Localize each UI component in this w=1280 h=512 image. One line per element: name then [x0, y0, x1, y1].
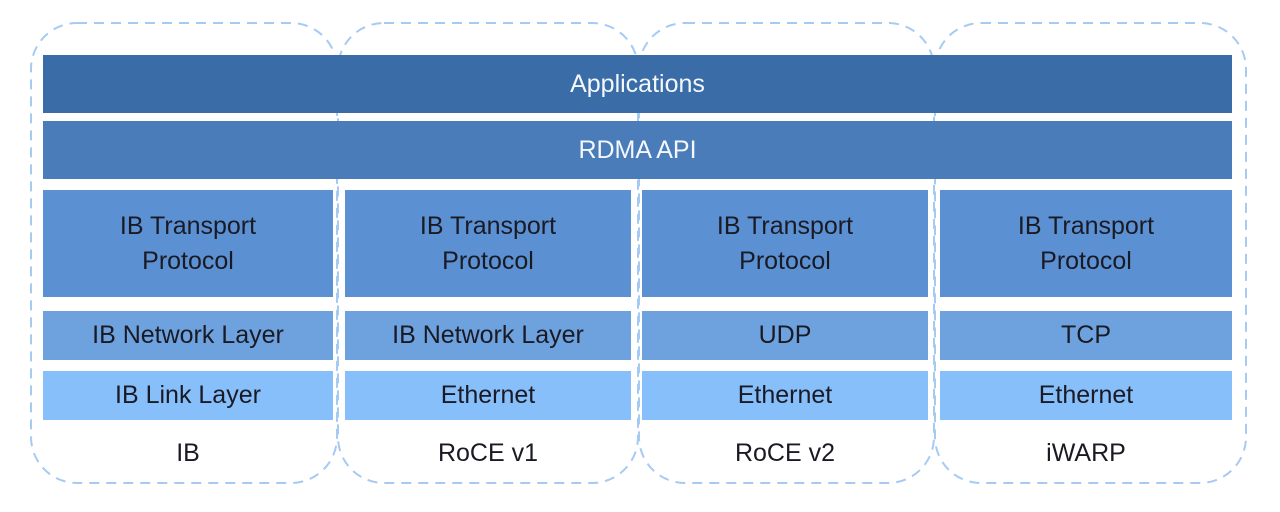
ib-link-box: IB Link Layer: [43, 371, 333, 420]
iwarp-column-label: iWARP: [940, 428, 1232, 478]
ib-column-name: IB: [176, 438, 200, 467]
ib-column-label: IB: [43, 428, 333, 478]
roce-v2-column-label: RoCE v2: [642, 428, 928, 478]
ib-network-box: IB Network Layer: [43, 311, 333, 360]
column-outline-ib: [30, 22, 338, 484]
roce-v2-link-label: Ethernet: [737, 381, 833, 409]
iwarp-link-box: Ethernet: [940, 371, 1232, 420]
iwarp-link-label: Ethernet: [1038, 381, 1134, 409]
iwarp-transport-box: IB Transport Protocol: [940, 190, 1232, 297]
iwarp-network-label: TCP: [1061, 321, 1111, 349]
ib-link-label: IB Link Layer: [115, 381, 261, 409]
rdma-api-bar: RDMA API: [43, 121, 1232, 179]
ib-transport-label: IB Transport Protocol: [119, 211, 257, 275]
roce-v2-network-box: UDP: [642, 311, 928, 360]
iwarp-column-name: iWARP: [1046, 438, 1126, 467]
ib-network-label: IB Network Layer: [92, 321, 284, 349]
roce-v1-transport-box: IB Transport Protocol: [345, 190, 631, 297]
roce-v1-network-label: IB Network Layer: [392, 321, 584, 349]
roce-v1-column-name: RoCE v1: [437, 438, 539, 467]
rdma-api-label: RDMA API: [578, 135, 697, 164]
column-outline-roce-v2: [638, 22, 935, 484]
roce-v2-link-box: Ethernet: [642, 371, 928, 420]
roce-v2-transport-label: IB Transport Protocol: [716, 211, 854, 275]
roce-v1-link-label: Ethernet: [440, 381, 536, 409]
roce-v2-column-name: RoCE v2: [734, 438, 836, 467]
roce-v1-network-box: IB Network Layer: [345, 311, 631, 360]
ib-transport-box: IB Transport Protocol: [43, 190, 333, 297]
applications-label: Applications: [570, 69, 705, 98]
iwarp-network-box: TCP: [940, 311, 1232, 360]
iwarp-transport-label: IB Transport Protocol: [1017, 211, 1155, 275]
applications-bar: Applications: [43, 55, 1232, 113]
roce-v1-link-box: Ethernet: [345, 371, 631, 420]
roce-v1-column-label: RoCE v1: [345, 428, 631, 478]
column-outline-iwarp: [934, 22, 1247, 484]
roce-v1-transport-label: IB Transport Protocol: [419, 211, 557, 275]
roce-v2-transport-box: IB Transport Protocol: [642, 190, 928, 297]
roce-v2-network-label: UDP: [758, 321, 812, 349]
